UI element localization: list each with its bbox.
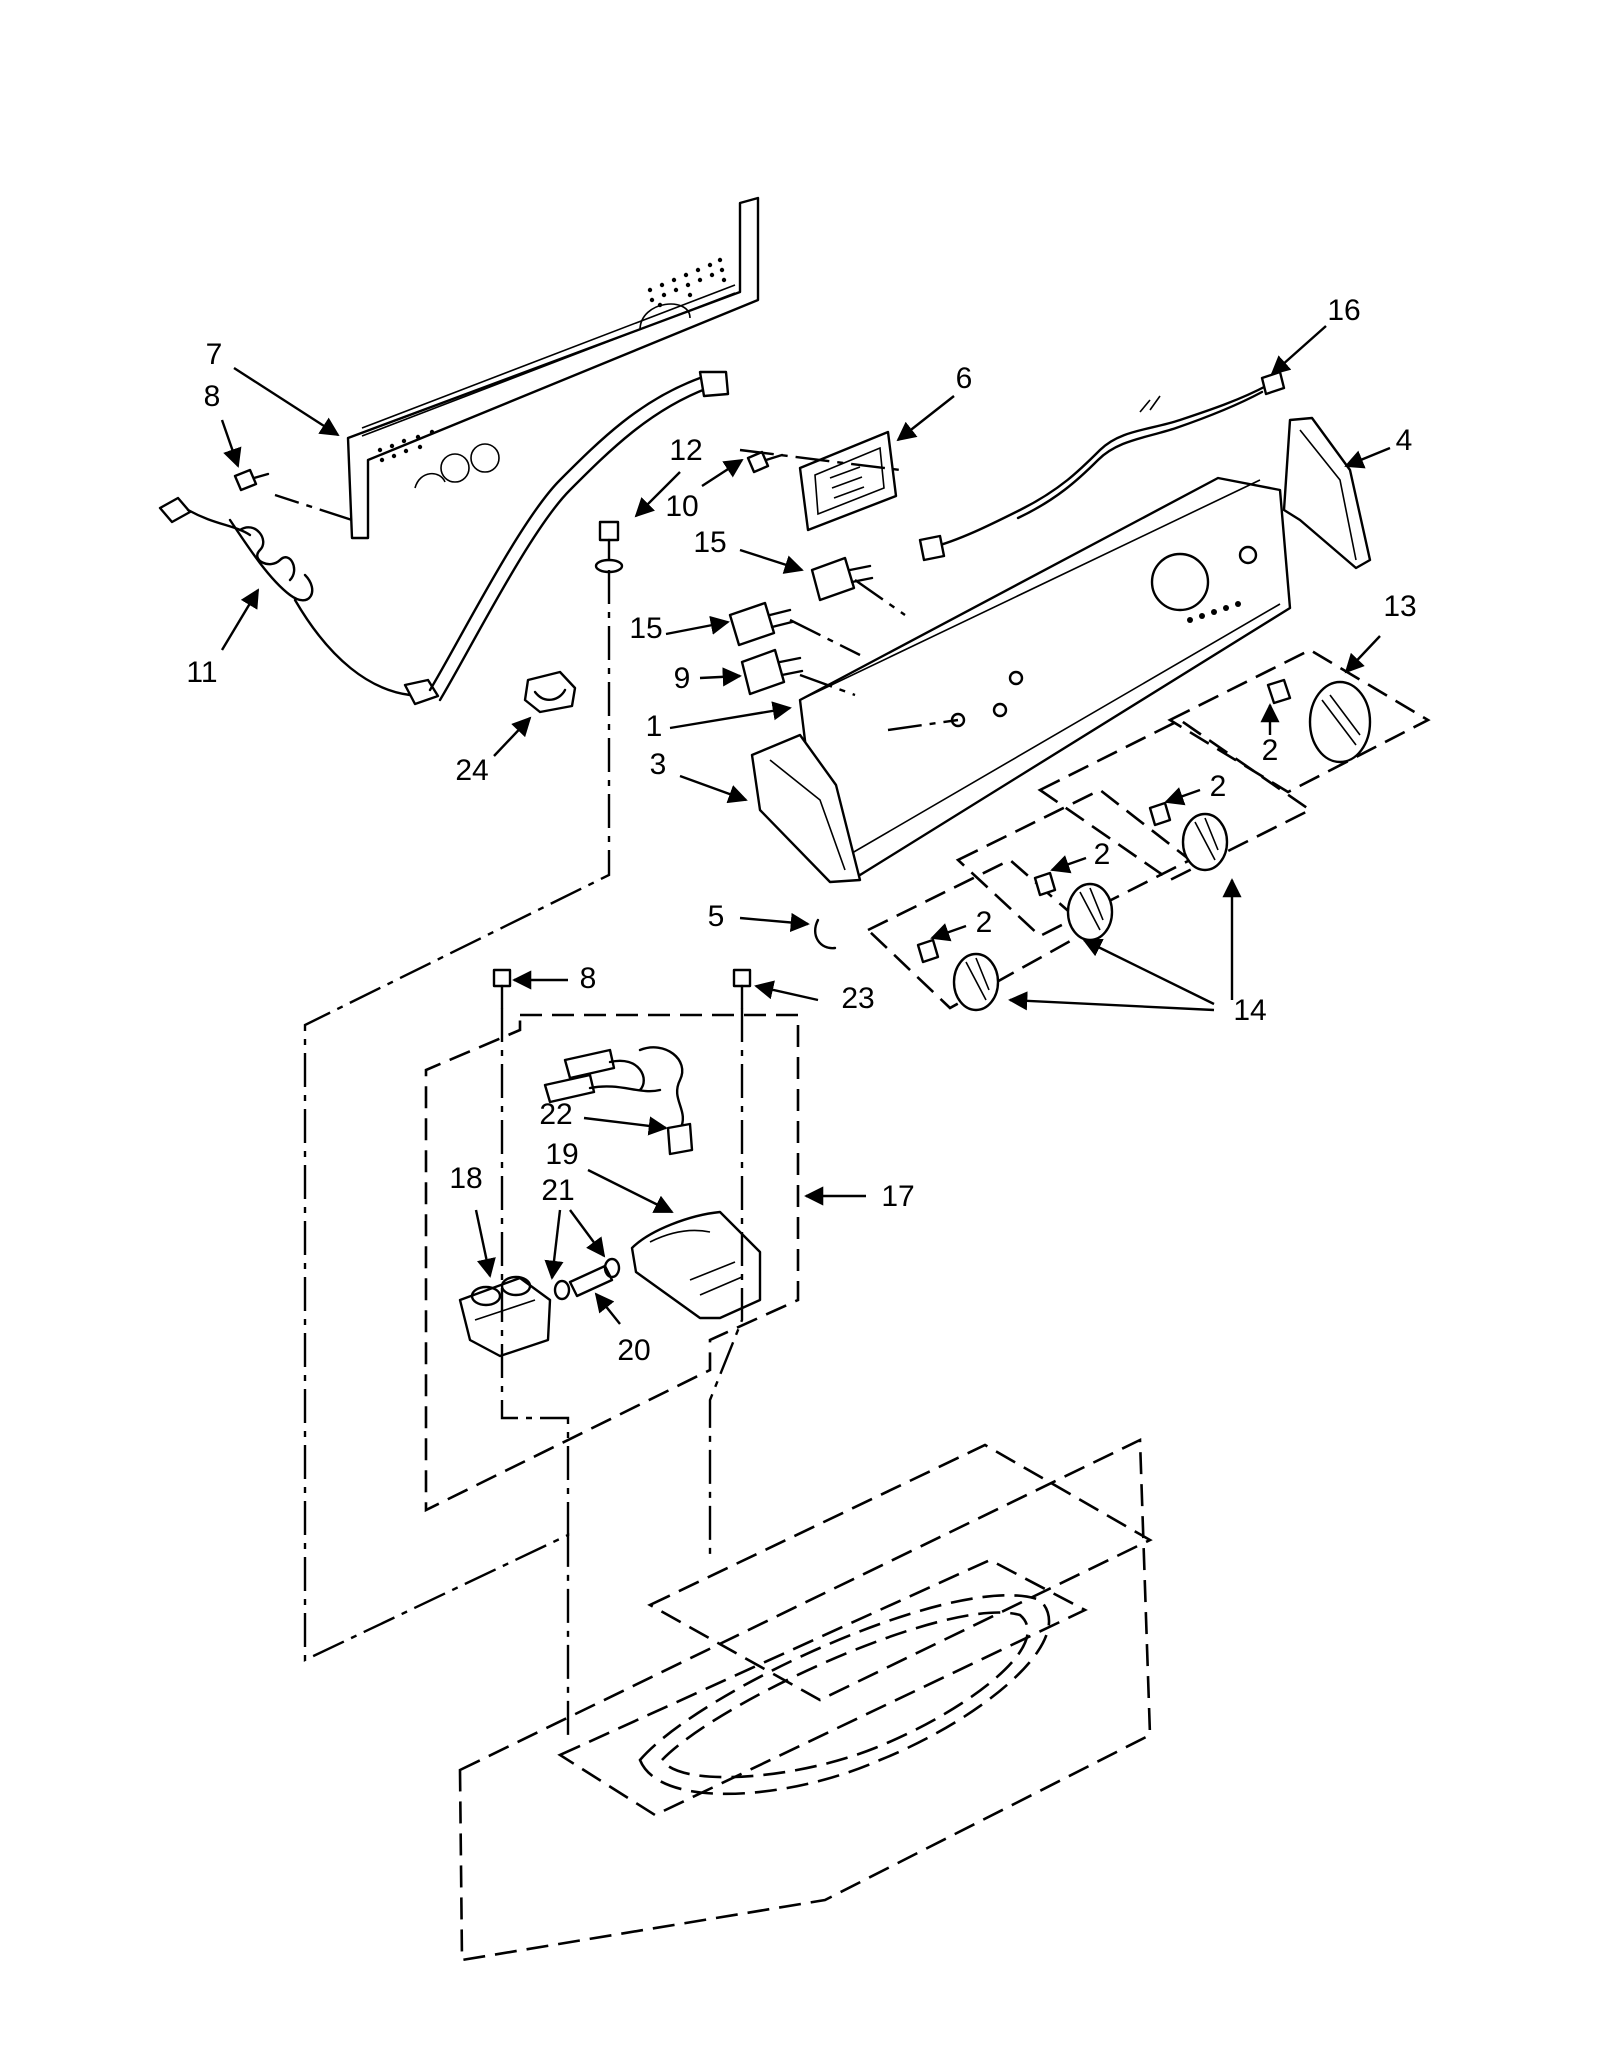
callout-6: 6 (956, 362, 973, 395)
callout-17: 17 (881, 1180, 914, 1213)
shaft-2d (916, 938, 940, 964)
clamps-21 (553, 1257, 621, 1301)
dispenser (630, 1210, 762, 1320)
wire-harness (918, 370, 1286, 562)
callout-20: 20 (617, 1334, 650, 1367)
switch-15-lower (728, 601, 794, 647)
switch-9 (740, 648, 804, 696)
callout-8: 8 (580, 962, 597, 995)
callout-11: 11 (186, 656, 217, 689)
end-cap-left (750, 733, 862, 884)
callout-19: 19 (545, 1138, 578, 1171)
callout-3: 3 (650, 748, 667, 781)
knob-d (952, 952, 1000, 1012)
callout-1: 1 (646, 710, 663, 743)
callout-15: 15 (693, 526, 726, 559)
callout-labels: 1 2 2 2 2 3 4 5 6 7 8 8 9 10 11 12 13 14… (186, 294, 1416, 1367)
shaft-2b (1148, 801, 1172, 827)
callout-14: 14 (1233, 994, 1266, 1027)
alignment-lines (274, 448, 959, 1740)
hose-20 (568, 1264, 614, 1298)
rear-panel (346, 196, 760, 540)
top-frame (458, 1437, 1153, 1962)
panel-vent-holes-left (377, 429, 435, 463)
callout-7: 7 (206, 338, 223, 371)
callout-16: 16 (1327, 294, 1360, 327)
valve-harness (543, 1046, 694, 1156)
callout-5: 5 (708, 900, 725, 933)
screw-8-top (233, 468, 270, 492)
knob-large (1308, 680, 1372, 764)
end-cap-right (1282, 416, 1372, 570)
callout-2: 2 (1094, 838, 1111, 871)
switch-15-upper (810, 556, 874, 602)
hose-clip (523, 670, 577, 714)
control-console (798, 476, 1292, 877)
callout-8: 8 (204, 380, 221, 413)
ground-screw (594, 520, 624, 574)
callout-4: 4 (1396, 424, 1413, 457)
knob-b (1181, 812, 1229, 872)
callout-23: 23 (841, 982, 874, 1015)
callout-2: 2 (1210, 770, 1227, 803)
callout-10: 10 (665, 490, 698, 523)
screw-10 (746, 450, 784, 474)
screw-23 (732, 968, 752, 1010)
callout-15: 15 (629, 612, 662, 645)
screw-8-lower (492, 968, 512, 1010)
control-board (798, 430, 898, 532)
water-valve (458, 1275, 552, 1358)
valve-kit-outline (424, 1013, 800, 1513)
callout-9: 9 (674, 662, 691, 695)
callout-13: 13 (1383, 590, 1416, 623)
leader-arrows (220, 325, 1391, 1325)
power-cord (158, 496, 440, 706)
rear-harness (428, 370, 730, 702)
clip-5 (813, 918, 837, 950)
callout-12: 12 (669, 434, 702, 467)
callout-21: 21 (541, 1174, 574, 1207)
callout-24: 24 (455, 754, 488, 787)
knob-c (1066, 882, 1114, 942)
callout-22: 22 (539, 1098, 572, 1131)
callout-2: 2 (1262, 734, 1279, 767)
callout-18: 18 (449, 1162, 482, 1195)
callout-2: 2 (976, 906, 993, 939)
panel-vent-holes-right (647, 257, 727, 308)
shaft-2a (1266, 678, 1292, 705)
shaft-2c (1033, 871, 1057, 897)
